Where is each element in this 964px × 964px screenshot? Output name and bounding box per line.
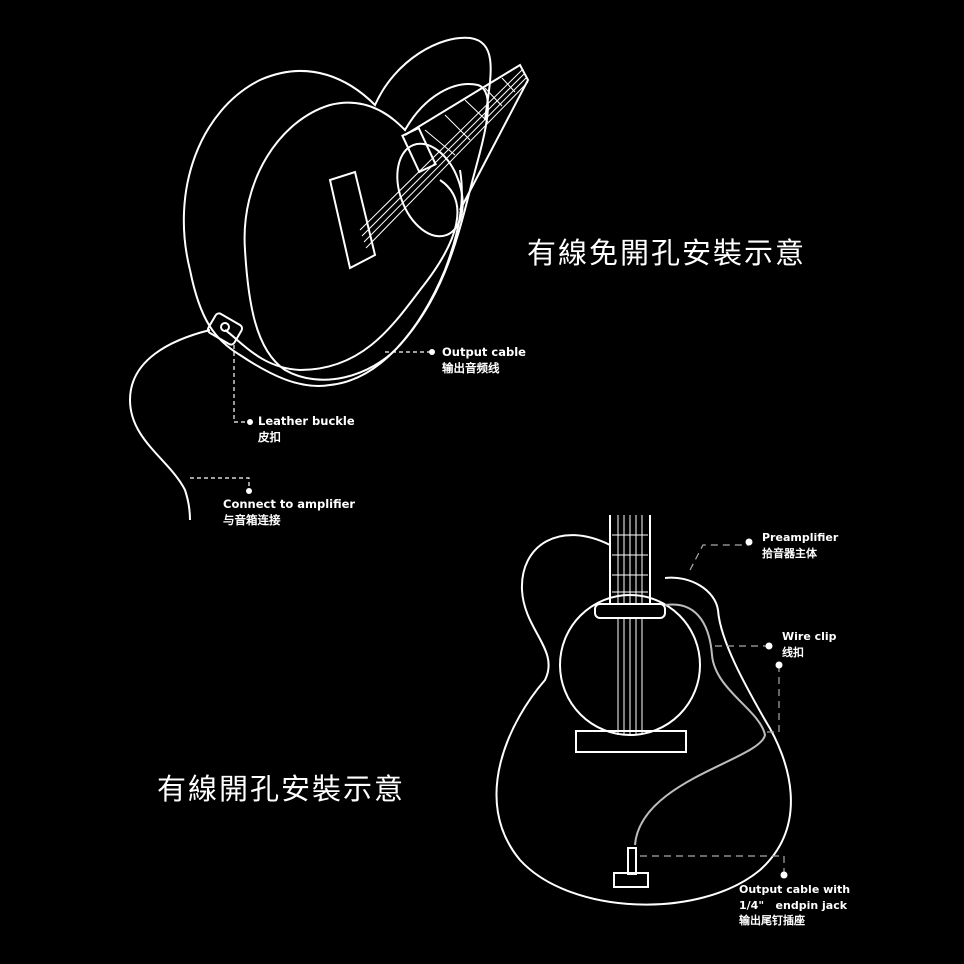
label-en: Leather buckle xyxy=(258,414,355,428)
label-en: Output cable xyxy=(442,345,526,359)
bottom-guitar-strings-frets xyxy=(612,515,648,735)
leather-buckle-rivet xyxy=(220,322,230,332)
label-wire-clip: Wire clip 线扣 xyxy=(782,629,837,660)
bottom-guitar-neck xyxy=(609,515,651,610)
top-guitar-strings-frets xyxy=(359,69,529,249)
bottom-guitar-body xyxy=(495,534,792,906)
preamp-unit xyxy=(594,603,666,619)
label-en-2: 1/4" endpin jack xyxy=(739,898,848,912)
label-endpin-jack: Output cable with 1/4" endpin jack 输出尾钉插… xyxy=(739,882,850,929)
leader-dots xyxy=(246,349,788,879)
top-guitar-bridge xyxy=(328,170,377,270)
label-zh: 皮扣 xyxy=(258,429,281,444)
top-guitar-side xyxy=(189,169,463,387)
endpin-jack-barrel xyxy=(627,847,637,875)
label-en-1: Output cable with xyxy=(739,883,851,896)
top-guitar-soundhole xyxy=(396,142,464,238)
top-guitar-cable xyxy=(224,179,459,372)
label-zh: 输出音频线 xyxy=(442,360,500,375)
top-guitar-front-outline xyxy=(243,83,489,381)
title-drill: 有線開孔安裝示意 xyxy=(157,772,406,806)
label-zh: 线扣 xyxy=(782,645,804,659)
label-zh: 输出尾钉插座 xyxy=(739,914,805,927)
top-guitar-pickup xyxy=(401,126,437,174)
label-zh: 拾音器主体 xyxy=(762,546,817,560)
bottom-guitar-cable xyxy=(634,603,767,846)
leader-lines xyxy=(190,345,785,875)
bottom-guitar-bridge xyxy=(575,730,687,753)
label-output-cable: Output cable 输出音频线 xyxy=(442,345,526,376)
title-no-drill: 有線免開孔安裝示意 xyxy=(527,236,807,270)
endpin-jack xyxy=(613,872,649,888)
amp-cable xyxy=(128,329,211,521)
top-guitar-neck xyxy=(404,63,530,211)
leather-buckle xyxy=(206,312,244,346)
label-connect-amplifier: Connect to amplifier 与音箱连接 xyxy=(223,497,355,528)
label-en: Preamplifier xyxy=(762,531,839,544)
label-en: Connect to amplifier xyxy=(223,497,356,511)
label-zh: 与音箱连接 xyxy=(223,512,281,527)
label-en: Wire clip xyxy=(782,630,837,643)
top-guitar-back-outline xyxy=(182,36,492,271)
label-preamplifier: Preamplifier 拾音器主体 xyxy=(762,530,838,561)
label-leather-buckle: Leather buckle 皮扣 xyxy=(258,414,355,445)
